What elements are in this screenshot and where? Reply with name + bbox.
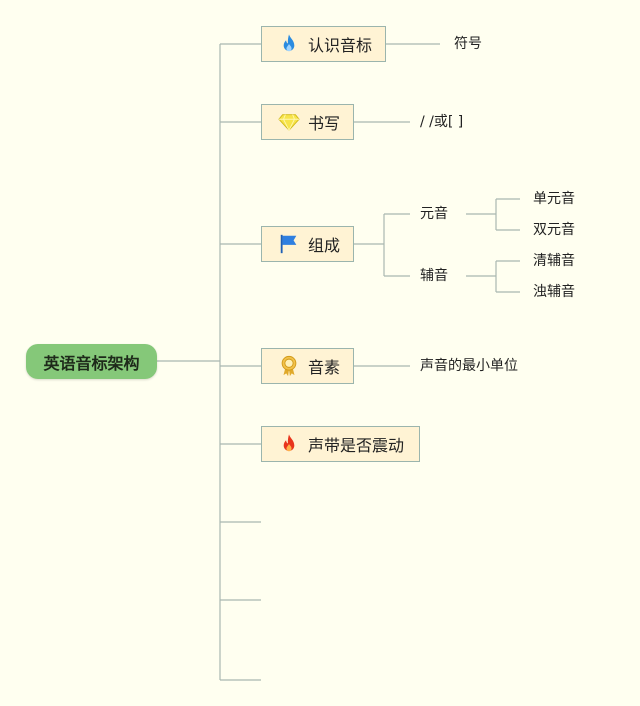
leaf-voiceless-consonant[interactable]: 清辅音: [533, 253, 575, 269]
branch-node-composition[interactable]: 组成: [261, 226, 354, 262]
branch-label: 组成: [308, 236, 341, 255]
leaf-smallest-unit[interactable]: 声音的最小单位: [420, 358, 518, 374]
flag-icon: [278, 233, 300, 255]
root-label: 英语音标架构: [43, 353, 140, 373]
root-node[interactable]: 英语音标架构: [26, 344, 157, 379]
branch-node-phoneme[interactable]: 音素: [261, 348, 354, 384]
branch-label: 书写: [308, 114, 341, 133]
flame-blue-icon: [278, 33, 300, 55]
leaf-notation[interactable]: / /或[ ]: [420, 114, 464, 130]
branch-label: 声带是否震动: [308, 436, 405, 455]
leaf-vowel[interactable]: 元音: [420, 206, 448, 222]
branch-node-vocal-cords[interactable]: 声带是否震动: [261, 426, 420, 462]
branch-label: 音素: [308, 358, 341, 377]
leaf-monophthong[interactable]: 单元音: [533, 191, 575, 207]
flame-red-icon: [278, 433, 300, 455]
branch-node-recognize[interactable]: 认识音标: [261, 26, 386, 62]
award-ribbon-icon: [278, 355, 300, 377]
leaf-symbol[interactable]: 符号: [454, 36, 482, 52]
leaf-diphthong[interactable]: 双元音: [533, 222, 575, 238]
branch-label: 认识音标: [308, 36, 373, 55]
diamond-icon: [278, 111, 300, 133]
leaf-voiced-consonant[interactable]: 浊辅音: [533, 284, 575, 300]
branch-node-writing[interactable]: 书写: [261, 104, 354, 140]
leaf-consonant[interactable]: 辅音: [420, 268, 448, 284]
